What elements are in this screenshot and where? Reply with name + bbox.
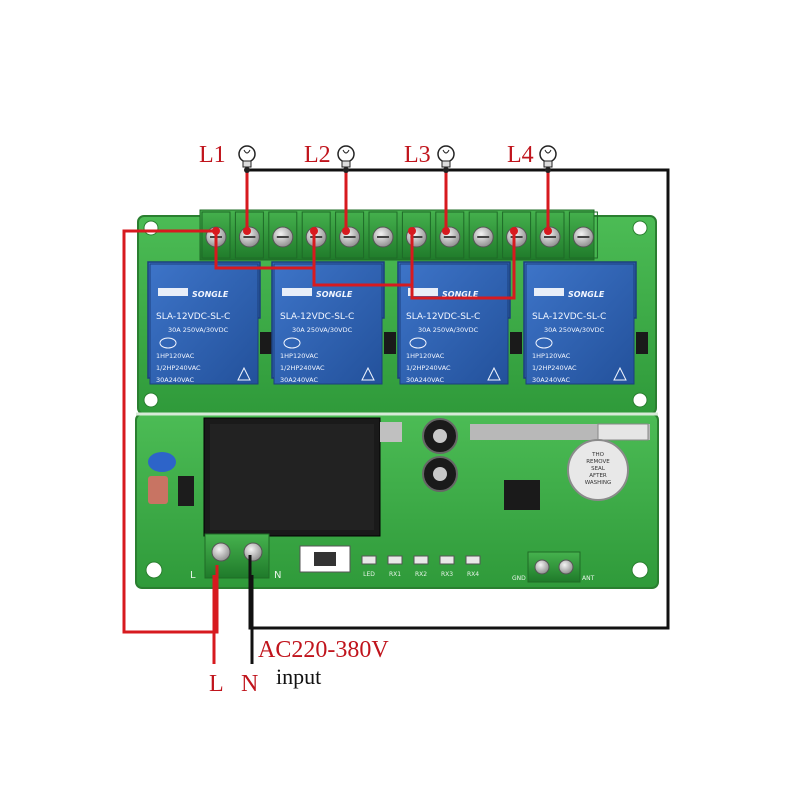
- relay-rating-3: 1/2HP240VAC: [156, 364, 201, 372]
- relay-rating-4: 30A240VAC: [532, 376, 570, 384]
- buzzer-label: AFTER: [589, 473, 607, 479]
- relay-rating-4: 30A240VAC: [406, 376, 444, 384]
- relay-group: SONGLE SLA-12VDC-SL-C 30A 250VA/30VDC 1HP12…: [147, 261, 648, 385]
- led-label: RX3: [441, 571, 453, 578]
- relay-brand: SONGLE: [568, 290, 605, 299]
- buzzer-label: WASHING: [585, 480, 612, 486]
- light-bulb-icon: [539, 145, 557, 173]
- relay-rating-3: 1/2HP240VAC: [280, 364, 325, 372]
- relay-model: SLA-12VDC-SL-C: [280, 312, 354, 322]
- power-module: [203, 417, 381, 537]
- relay-rating-4: 30A240VAC: [280, 376, 318, 384]
- black-wiring: [247, 168, 670, 664]
- supply-neutral-label: N: [241, 671, 259, 697]
- led-label: RX2: [415, 571, 427, 578]
- buzzer-label: THO: [591, 452, 604, 458]
- electrolytic-capacitors: [380, 418, 458, 492]
- led-label: RX1: [389, 571, 401, 578]
- input-terminal-block: L N: [190, 533, 281, 581]
- led-indicator: RX4: [465, 555, 481, 578]
- relay-model: SLA-12VDC-SL-C: [406, 312, 480, 322]
- red-wiring: [122, 168, 550, 664]
- led-indicator: RX2: [413, 555, 429, 578]
- relay-rating-3: 1/2HP240VAC: [406, 364, 451, 372]
- input-terminal-n-label: N: [274, 570, 281, 581]
- relay-brand: SONGLE: [316, 290, 353, 299]
- light-bulb-icon: [238, 145, 256, 173]
- relay: SONGLE SLA-12VDC-SL-C 30A 250VA/30VDC 1HP12…: [147, 261, 272, 385]
- supply-input-label: input: [276, 664, 322, 689]
- led-label: RX4: [467, 571, 479, 578]
- load-label-2: L2: [304, 142, 331, 168]
- terminal-label-gnd: GND: [512, 575, 526, 582]
- light-bulb-icon: [337, 145, 355, 173]
- button-switch: [299, 545, 351, 573]
- lamp-group: [238, 145, 557, 173]
- relay: SONGLE SLA-12VDC-SL-C 30A 250VA/30VDC 1HP12…: [271, 261, 396, 385]
- led-indicator: RX1: [387, 555, 403, 578]
- relay-rating-1: 30A 250VA/30VDC: [544, 326, 605, 334]
- supply-voltage-label: AC220-380V: [258, 637, 389, 663]
- led-indicators: LED RX1 RX2 RX3 RX4: [361, 555, 481, 578]
- relay-rating-3: 1/2HP240VAC: [532, 364, 577, 372]
- buzzer-label: SEAL: [591, 466, 606, 472]
- led-indicator: RX3: [439, 555, 455, 578]
- terminal-label-ant: ANT: [582, 575, 595, 582]
- load-label-4: L4: [507, 142, 534, 168]
- resistor-component: [148, 476, 194, 506]
- relay-model: SLA-12VDC-SL-C: [156, 312, 230, 322]
- load-label-1: L1: [199, 142, 226, 168]
- relay-rating-4: 30A240VAC: [156, 376, 194, 384]
- relay-rating-1: 30A 250VA/30VDC: [292, 326, 353, 334]
- led-indicator: LED: [361, 555, 377, 578]
- output-terminal-block: [199, 209, 598, 261]
- relay-brand: SONGLE: [192, 290, 229, 299]
- relay-rating-1: 30A 250VA/30VDC: [418, 326, 479, 334]
- led-label: LED: [363, 571, 375, 578]
- relay-rating-2: 1HP120VAC: [280, 352, 319, 360]
- relay: SONGLE SLA-12VDC-SL-C 30A 250VA/30VDC 1HP12…: [397, 261, 522, 385]
- buzzer-label: REMOVE: [586, 459, 610, 465]
- input-terminal-l-label: L: [190, 570, 196, 581]
- ic-chip: [504, 480, 540, 510]
- supply-line-label: L: [209, 671, 224, 697]
- wire-terminal-points: [212, 227, 552, 235]
- capacitor-blue: [148, 452, 176, 472]
- relay-rating-2: 1HP120VAC: [406, 352, 445, 360]
- light-bulb-icon: [437, 145, 455, 173]
- antenna-terminal: GND ANT: [512, 551, 595, 583]
- relay-rating-2: 1HP120VAC: [532, 352, 571, 360]
- relay-brand: SONGLE: [442, 290, 479, 299]
- relay: SONGLE SLA-12VDC-SL-C 30A 250VA/30VDC 1HP12…: [523, 261, 648, 385]
- relay-rating-2: 1HP120VAC: [156, 352, 195, 360]
- receiver-module: [470, 423, 650, 441]
- relay-rating-1: 30A 250VA/30VDC: [168, 326, 229, 334]
- relay-model: SLA-12VDC-SL-C: [532, 312, 606, 322]
- load-label-3: L3: [404, 142, 431, 168]
